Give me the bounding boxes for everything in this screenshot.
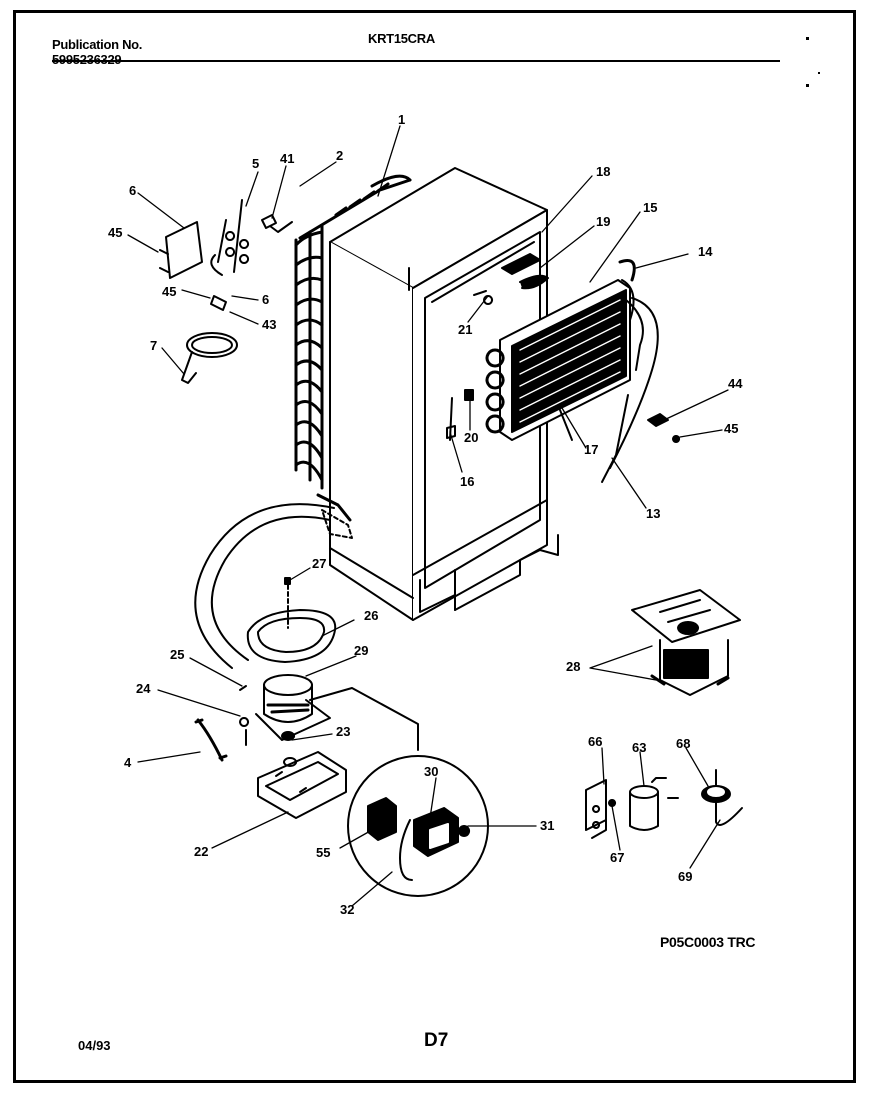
- callout-13: 13: [646, 506, 660, 521]
- drain-hose: [194, 503, 353, 669]
- publication-label: Publication No.: [52, 37, 143, 52]
- callout-labels: 1 2 5 41 6 45 45 6 43 7 18 19 15 14 21 2…: [108, 112, 743, 917]
- callout-66: 66: [588, 734, 602, 749]
- callout-27: 27: [312, 556, 326, 571]
- small-parts: [446, 253, 549, 441]
- part-4: [194, 718, 228, 762]
- fan-motor-assembly: [631, 589, 741, 696]
- callout-19: 19: [596, 214, 610, 229]
- capillary-tubing: [559, 259, 659, 483]
- revision-date: 04/93: [78, 1038, 111, 1053]
- callout-24: 24: [136, 681, 151, 696]
- drain-tubes: [210, 199, 293, 276]
- scan-speck: [806, 84, 809, 87]
- callout-18: 18: [596, 164, 610, 179]
- callout-5: 5: [252, 156, 259, 171]
- diagram-code: P05C0003 TRC: [660, 934, 756, 950]
- callout-30: 30: [424, 764, 438, 779]
- scan-speck: [806, 37, 809, 40]
- callout-41: 41: [280, 151, 294, 166]
- callout-4: 4: [124, 755, 132, 770]
- callout-6: 6: [129, 183, 136, 198]
- publication-number: 5995236329: [52, 52, 122, 67]
- callout-63: 63: [632, 740, 646, 755]
- callout-16: 16: [460, 474, 474, 489]
- callout-20: 20: [464, 430, 478, 445]
- callout-21: 21: [458, 322, 472, 337]
- page-code: D7: [424, 1030, 449, 1051]
- callout-31: 31: [540, 818, 554, 833]
- power-cord: [181, 295, 238, 384]
- clip-44: [647, 413, 681, 443]
- page-border: [13, 10, 856, 1083]
- coil-top: [370, 174, 412, 188]
- relay-inset: [347, 755, 489, 897]
- callout-55: 55: [316, 845, 330, 860]
- model-number: KRT15CRA: [368, 31, 435, 46]
- callout-6: 6: [262, 292, 269, 307]
- callout-45: 45: [108, 225, 122, 240]
- callout-1: 1: [398, 112, 405, 127]
- callout-22: 22: [194, 844, 208, 859]
- callout-26: 26: [364, 608, 378, 623]
- leader-line: [309, 687, 419, 751]
- callout-45: 45: [162, 284, 176, 299]
- callout-69: 69: [678, 869, 692, 884]
- callout-29: 29: [354, 643, 368, 658]
- condenser-bracket: [159, 221, 203, 279]
- header-rule: [52, 60, 780, 62]
- thermostat: [701, 769, 743, 826]
- leader-lines: [127, 125, 729, 907]
- callout-17: 17: [584, 442, 598, 457]
- refrigerator-cabinet: [329, 167, 559, 621]
- capacitor: [629, 777, 679, 831]
- callout-43: 43: [262, 317, 276, 332]
- callout-15: 15: [643, 200, 657, 215]
- compressor-base: [257, 751, 347, 819]
- callout-28: 28: [566, 659, 580, 674]
- callout-7: 7: [150, 338, 157, 353]
- callout-45: 45: [724, 421, 738, 436]
- callout-25: 25: [170, 647, 184, 662]
- callout-68: 68: [676, 736, 690, 751]
- callout-23: 23: [336, 724, 350, 739]
- callout-44: 44: [728, 376, 743, 391]
- callout-32: 32: [340, 902, 354, 917]
- callout-14: 14: [698, 244, 713, 259]
- callout-2: 2: [336, 148, 343, 163]
- compressor: [239, 674, 331, 746]
- callout-67: 67: [610, 850, 624, 865]
- capacitor-bracket: [585, 779, 617, 839]
- scan-speck: [818, 72, 820, 74]
- evaporator: [485, 279, 644, 441]
- drain-pan: [246, 577, 337, 663]
